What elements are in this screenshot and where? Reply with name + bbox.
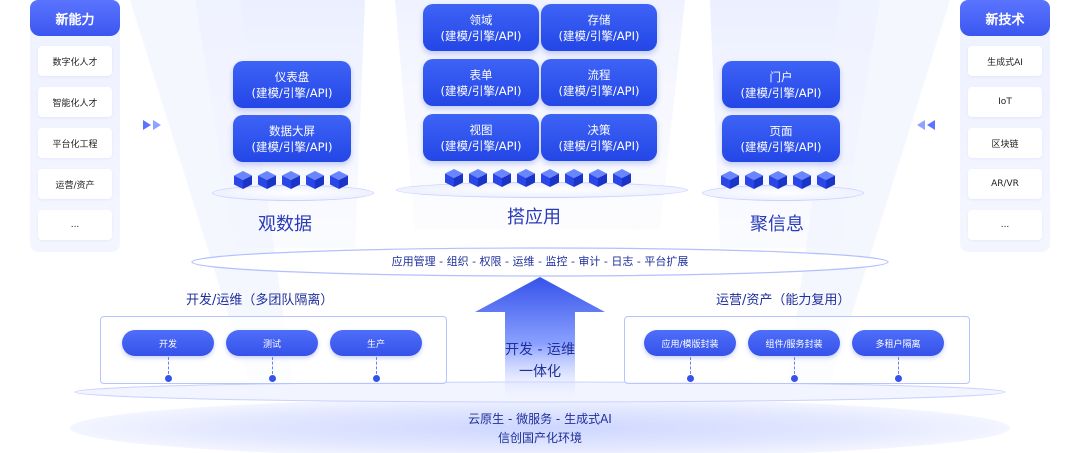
cube-icon	[330, 171, 348, 189]
card-name: 数据大屏	[269, 123, 315, 138]
card-decision: 决策 (建模/引擎/API)	[541, 114, 657, 161]
right-panel-title: 新技术	[960, 0, 1050, 36]
cube-icon	[817, 171, 835, 189]
base-line2: 信创国产化环境	[497, 431, 582, 445]
left-cube-row	[233, 170, 349, 190]
cube-icon	[469, 169, 487, 187]
card-portal: 门户 (建模/引擎/API)	[722, 61, 840, 108]
card-name: 表单	[469, 67, 493, 82]
right-panel-item: IoT	[968, 87, 1042, 117]
card-storage: 存储 (建模/引擎/API)	[541, 4, 657, 51]
card-name: 页面	[769, 123, 793, 138]
dev-dot	[165, 375, 172, 382]
card-sub: (建模/引擎/API)	[558, 138, 640, 153]
right-panel-item: ...	[968, 210, 1042, 240]
card-page: 页面 (建模/引擎/API)	[722, 115, 840, 162]
ops-dot	[895, 375, 902, 382]
pill-multi-tenant: 多租户隔离	[852, 330, 944, 356]
cube-icon	[793, 171, 811, 189]
left-group-title: 观数据	[258, 214, 312, 235]
card-dashboard: 仪表盘 (建模/引擎/API)	[233, 61, 351, 108]
card-sub: (建模/引擎/API)	[440, 138, 522, 153]
right-panel-item: AR/VR	[968, 169, 1042, 199]
card-name: 领域	[469, 12, 493, 27]
management-bar-text: 应用管理 - 组织 - 权限 - 运维 - 监控 - 审计 - 日志 - 平台扩…	[391, 255, 689, 268]
card-name: 决策	[587, 122, 611, 137]
card-view: 视图 (建模/引擎/API)	[423, 114, 539, 161]
dev-section-title: 开发/运维（多团队隔离）	[186, 293, 334, 308]
cube-icon	[306, 171, 324, 189]
right-panel-item: 生成式AI	[968, 46, 1042, 76]
cube-icon	[721, 171, 739, 189]
card-sub: (建模/引擎/API)	[440, 28, 522, 43]
card-name: 流程	[587, 67, 611, 82]
left-panel-item: 运营/资产	[38, 169, 112, 199]
card-name: 仪表盘	[274, 69, 310, 84]
right-arrows	[927, 120, 935, 130]
card-data-screen: 数据大屏 (建模/引擎/API)	[233, 115, 351, 162]
pill-production: 生产	[330, 330, 422, 356]
right-panel-item: 区块链	[968, 128, 1042, 158]
pill-app-template: 应用/模版封装	[644, 330, 736, 356]
dev-dot	[373, 375, 380, 382]
card-name: 存储	[587, 12, 611, 27]
ops-dot	[687, 375, 694, 382]
card-name: 门户	[769, 69, 793, 84]
card-form: 表单 (建模/引擎/API)	[423, 59, 539, 106]
left-panel-title: 新能力	[30, 0, 120, 36]
right-technology-panel: 新技术 生成式AI IoT 区块链 AR/VR ...	[960, 0, 1050, 252]
devops-arrow-line2: 一体化	[519, 364, 561, 380]
card-domain: 领域 (建模/引擎/API)	[423, 4, 539, 51]
right-cube-row	[720, 170, 836, 190]
pill-test: 测试	[226, 330, 318, 356]
center-cube-row	[444, 168, 632, 188]
card-sub: (建模/引擎/API)	[440, 83, 522, 98]
card-process: 流程 (建模/引擎/API)	[541, 59, 657, 106]
ops-section-title: 运营/资产（能力复用）	[716, 293, 851, 308]
card-sub: (建模/引擎/API)	[251, 85, 333, 100]
center-group-title: 搭应用	[507, 207, 561, 228]
cube-icon	[589, 169, 607, 187]
dev-dot	[269, 375, 276, 382]
pill-develop: 开发	[122, 330, 214, 356]
left-arrows	[143, 120, 151, 130]
cube-icon	[769, 171, 787, 189]
cube-icon	[445, 169, 463, 187]
cube-icon	[745, 171, 763, 189]
card-sub: (建模/引擎/API)	[558, 83, 640, 98]
left-panel-item: ...	[38, 210, 112, 240]
cube-icon	[493, 169, 511, 187]
cube-icon	[282, 171, 300, 189]
cube-icon	[517, 169, 535, 187]
pill-component-service: 组件/服务封装	[748, 330, 840, 356]
cube-icon	[234, 171, 252, 189]
left-panel-item: 智能化人才	[38, 87, 112, 117]
base-line1: 云原生 - 微服务 - 生成式AI	[468, 412, 612, 426]
card-sub: (建模/引擎/API)	[251, 139, 333, 154]
cube-icon	[258, 171, 276, 189]
card-sub: (建模/引擎/API)	[740, 139, 822, 154]
left-capability-panel: 新能力 数字化人才 智能化人才 平台化工程 运营/资产 ...	[30, 0, 120, 252]
cube-icon	[541, 169, 559, 187]
cube-icon	[565, 169, 583, 187]
left-panel-item: 数字化人才	[38, 46, 112, 76]
left-panel-item: 平台化工程	[38, 128, 112, 158]
right-group-title: 聚信息	[750, 214, 804, 235]
cube-icon	[613, 169, 631, 187]
card-sub: (建模/引擎/API)	[740, 85, 822, 100]
card-sub: (建模/引擎/API)	[558, 28, 640, 43]
card-name: 视图	[469, 122, 493, 137]
ops-dot	[791, 375, 798, 382]
devops-arrow-line1: 开发 - 运维	[505, 342, 575, 358]
